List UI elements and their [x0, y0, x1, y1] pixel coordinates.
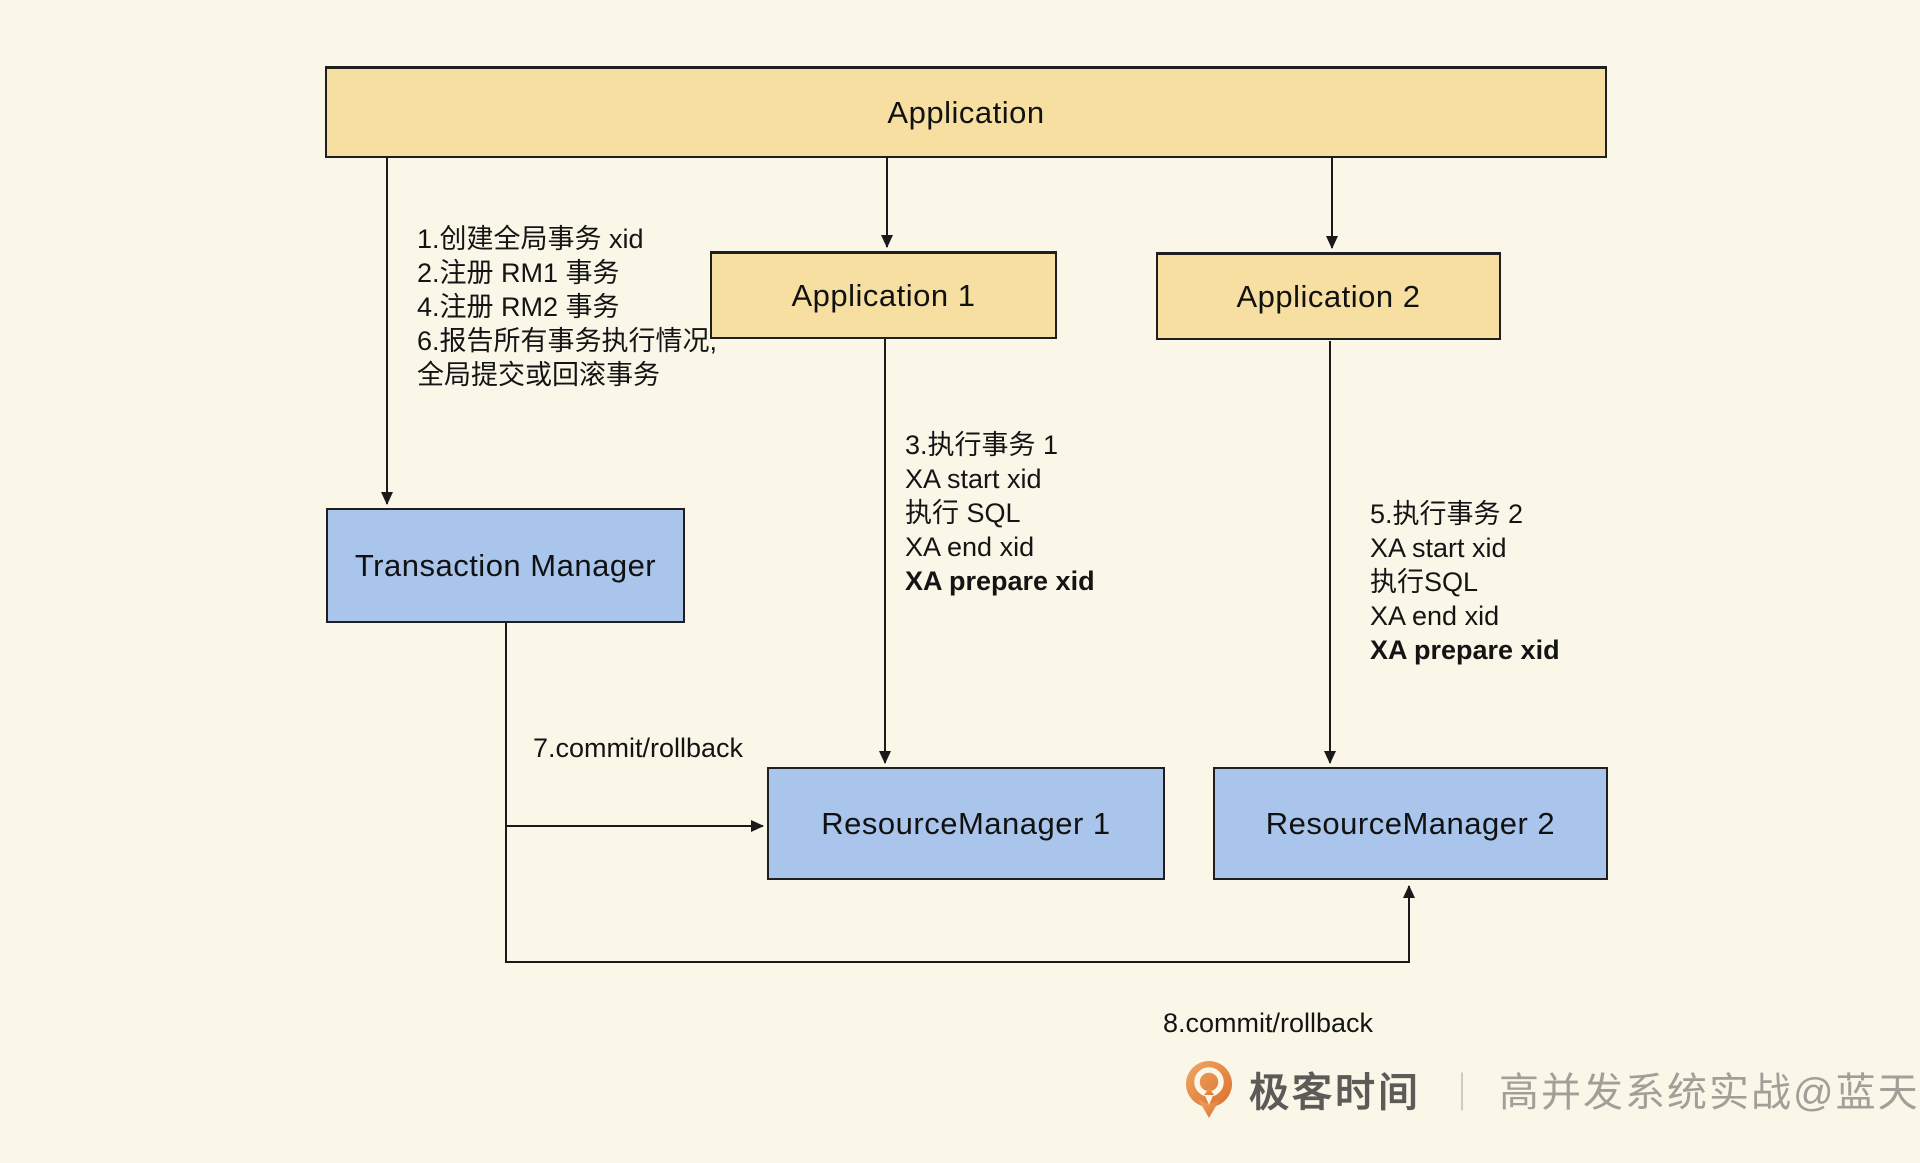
node-application-label: Application [887, 94, 1045, 130]
annotation-line: 5.执行事务 2 [1370, 499, 1524, 529]
annotation-line-bold: XA prepare xid [905, 566, 1095, 596]
node-resource-manager-2: ResourceManager 2 [1213, 767, 1608, 880]
node-application-1-label: Application 1 [791, 277, 976, 313]
annotation-rm2-steps: 5.执行事务 2 XA start xid 执行SQL XA end xid X… [1370, 497, 1560, 667]
annotation-line: XA start xid [1370, 533, 1507, 563]
annotation-line: 1.创建全局事务 xid [417, 224, 644, 254]
brand-name: 极客时间 [1249, 1071, 1421, 1115]
annotation-line: XA end xid [1370, 601, 1500, 631]
node-resource-manager-2-label: ResourceManager 2 [1265, 805, 1556, 841]
annotation-line: 4.注册 RM2 事务 [417, 292, 620, 322]
annotation-line: 6.报告所有事务执行情况, [417, 326, 718, 356]
annotation-line: 执行 SQL [905, 498, 1021, 528]
annotation-tm-steps: 1.创建全局事务 xid 2.注册 RM1 事务 4.注册 RM2 事务 6.报… [417, 222, 717, 392]
node-application-2: Application 2 [1156, 252, 1501, 340]
node-application: Application [325, 66, 1607, 158]
label-commit-rollback-7: 7.commit/rollback [533, 733, 744, 763]
annotation-line-bold: XA prepare xid [1370, 635, 1560, 665]
brand-divider: ｜ [1443, 1072, 1482, 1115]
annotation-line: 3.执行事务 1 [905, 430, 1059, 460]
node-resource-manager-1-label: ResourceManager 1 [821, 805, 1111, 841]
node-resource-manager-1: ResourceManager 1 [767, 767, 1165, 880]
annotation-line: XA end xid [905, 532, 1035, 562]
node-transaction-manager-label: Transaction Manager [354, 547, 657, 583]
node-transaction-manager: Transaction Manager [326, 508, 685, 623]
geektime-watermark: 极客时间 ｜ 高并发系统实战@蓝天 [1183, 1060, 1920, 1118]
annotation-line: 全局提交或回滚事务 [417, 360, 660, 390]
label-commit-rollback-8: 8.commit/rollback [1163, 1008, 1374, 1038]
node-application-2-label: Application 2 [1236, 278, 1421, 314]
geektime-logo-icon [1186, 1061, 1232, 1118]
arrow-tm-to-rm2 [505, 623, 1415, 963]
course-name: 高并发系统实战@蓝天 [1499, 1071, 1920, 1115]
node-application-1: Application 1 [710, 251, 1057, 339]
annotation-line: 2.注册 RM1 事务 [417, 258, 620, 288]
annotation-line: 执行SQL [1370, 567, 1479, 597]
annotation-line: XA start xid [905, 464, 1042, 494]
annotation-rm1-steps: 3.执行事务 1 XA start xid 执行 SQL XA end xid … [905, 428, 1095, 598]
